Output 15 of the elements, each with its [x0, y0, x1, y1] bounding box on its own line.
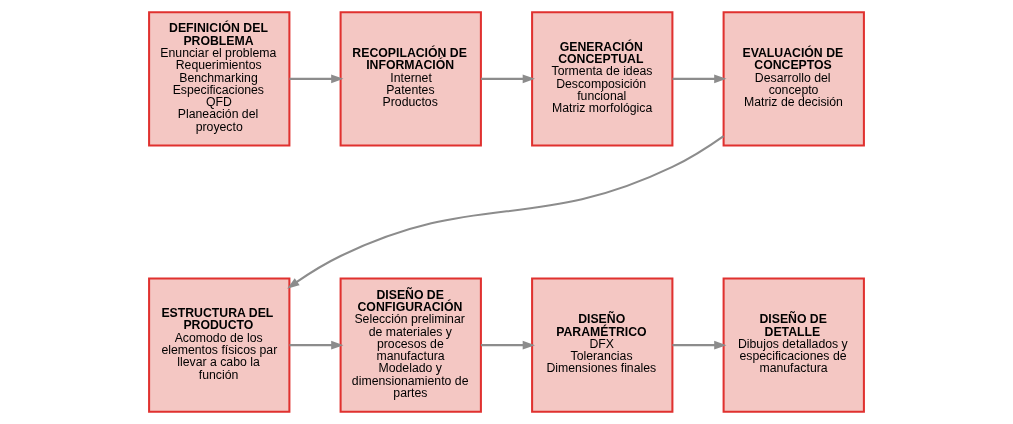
arrow [287, 135, 725, 289]
node-box: DEFINICIÓN DEL PROBLEMA Enunciar el problema Requerimientos Benchmarking Especificaciones QFD Planeación del proyecto [148, 11, 291, 147]
arrow [672, 74, 727, 84]
node-box: RECOPILACIÓN DE INFORMACIÓN Internet Patentes Productos [339, 11, 482, 147]
node-box: DISEÑO DE DETALLE Dibujos detallados y especificaciones de manufactura [722, 277, 865, 413]
arrow [289, 340, 344, 350]
node-box: EVALUACIÓN DE CONCEPTOS Desarrollo del concepto Matriz de decisión [722, 11, 865, 147]
node-box: ESTRUCTURA DEL PRODUCTO Acomodo de los elementos físicos par llevar a cabo la función [148, 277, 291, 413]
arrow [480, 74, 535, 84]
node-box: GENERACIÓN CONCEPTUAL Tormenta de ideas Descomposición funcional Matriz morfológica [531, 11, 674, 147]
node-box: DISEÑO DE CONFIGURACIÓN Selección preliminar de materiales y procesos de manufactura Modelado y dimensionamiento de partes [339, 277, 482, 413]
arrow [480, 340, 535, 350]
arrow [672, 340, 727, 350]
arrow [289, 74, 344, 84]
node-box: DISEÑO PARAMÉTRICO DFX Tolerancias Dimensiones finales [531, 277, 674, 413]
